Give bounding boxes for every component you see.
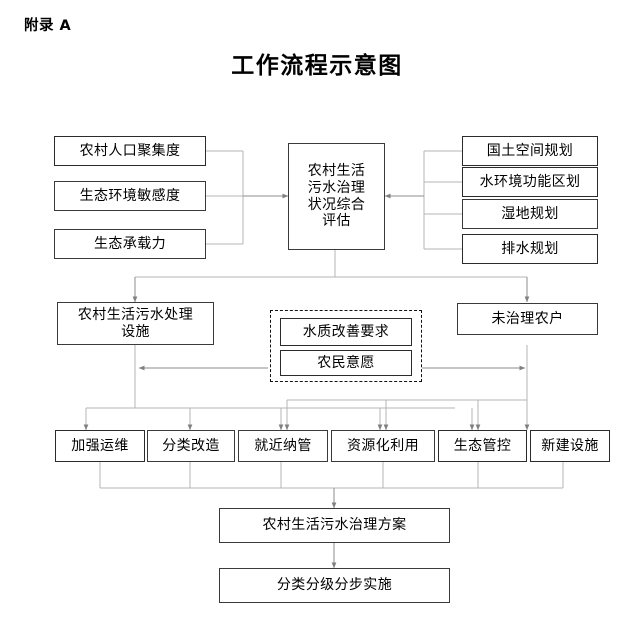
node-label: 分类改造: [162, 437, 220, 454]
node-label: 湿地规划: [501, 205, 559, 222]
node-label: 新建设施: [541, 437, 599, 454]
node-label: 农村生活污水治理方案: [262, 517, 407, 534]
node-label: 生态环境敏感度: [79, 187, 181, 204]
node-classified-retrofit[interactable]: 分类改造: [147, 430, 235, 462]
node-nearby-sewer[interactable]: 就近纳管: [238, 430, 328, 462]
node-resource-use[interactable]: 资源化利用: [331, 430, 435, 462]
node-new-facility[interactable]: 新建设施: [530, 430, 610, 462]
node-pop-density[interactable]: 农村人口聚集度: [54, 136, 206, 166]
node-existing-facility[interactable]: 农村生活污水处理 设施: [57, 302, 214, 345]
node-treatment-plan[interactable]: 农村生活污水治理方案: [219, 508, 450, 543]
node-label: 生态承载力: [94, 235, 166, 252]
node-label: 排水规划: [501, 240, 559, 257]
node-label: 未治理农户: [491, 310, 564, 327]
node-eco-sensitivity[interactable]: 生态环境敏感度: [54, 181, 206, 211]
node-assessment[interactable]: 农村生活 污水治理 状况综合 评估: [288, 143, 385, 250]
node-label: 水环境功能区划: [479, 173, 581, 190]
node-label: 农村生活污水处理 设施: [77, 306, 194, 340]
node-label: 农民意愿: [317, 354, 375, 371]
node-label: 农村生活 污水治理 状况综合 评估: [307, 163, 366, 230]
node-land-space-plan[interactable]: 国土空间规划: [462, 136, 598, 166]
node-label: 国土空间规划: [486, 142, 574, 159]
node-untreated-households[interactable]: 未治理农户: [457, 303, 598, 335]
node-farmer-willingness[interactable]: 农民意愿: [280, 350, 412, 376]
node-water-quality-demand[interactable]: 水质改善要求: [280, 318, 412, 346]
node-label: 生态管控: [453, 437, 512, 454]
node-label: 水质改善要求: [302, 323, 390, 340]
appendix-label: 附录 A: [24, 18, 72, 34]
node-phased-implementation[interactable]: 分类分级分步实施: [219, 568, 450, 603]
node-eco-capacity[interactable]: 生态承载力: [54, 229, 206, 259]
node-label: 就近纳管: [254, 437, 312, 454]
node-label: 资源化利用: [347, 437, 419, 454]
node-label: 农村人口聚集度: [79, 142, 181, 159]
node-label: 分类分级分步实施: [276, 577, 393, 594]
node-wetland-plan[interactable]: 湿地规划: [462, 199, 598, 229]
node-water-function-zone[interactable]: 水环境功能区划: [462, 167, 598, 197]
page-title: 工作流程示意图: [231, 52, 403, 79]
node-drainage-plan[interactable]: 排水规划: [462, 234, 598, 264]
node-eco-control[interactable]: 生态管控: [438, 430, 527, 462]
node-strengthen-om[interactable]: 加强运维: [55, 430, 145, 462]
node-label: 加强运维: [71, 437, 129, 454]
